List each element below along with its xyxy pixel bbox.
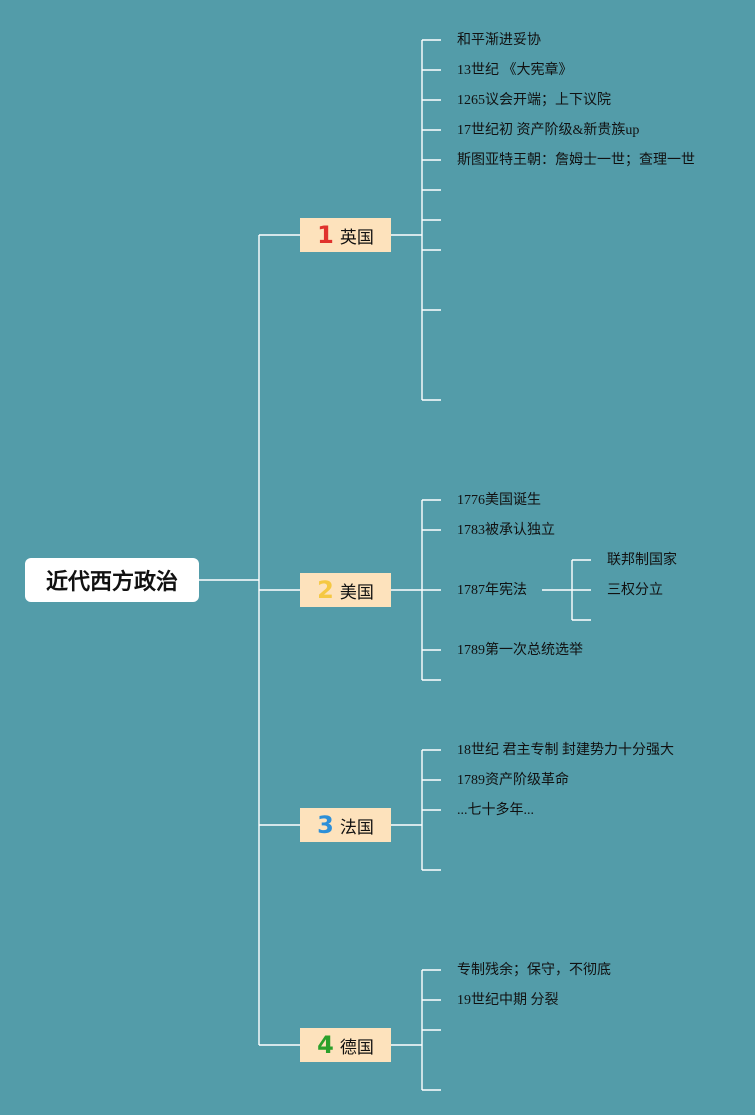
number-badge: 3 [317,811,334,839]
branch-label: 德国 [339,1037,374,1058]
branch-node-germany[interactable]: 4 德国 [300,1028,391,1062]
branch-node-uk[interactable]: 1 英国 [300,218,391,252]
leaf-item[interactable]: 1787年宪法 [457,583,527,598]
leaf-item[interactable]: 和平渐进妥协 [457,33,541,48]
leaf-item[interactable]: 13世纪 《大宪章》 [457,63,573,78]
leaf-item[interactable]: 1783被承认独立 [457,523,555,538]
number-badge: 4 [317,1031,334,1059]
branch-label: 美国 [339,582,374,603]
sub-leaf-item[interactable]: 三权分立 [607,583,663,598]
branch-node-usa[interactable]: 2 美国 [300,573,391,607]
leaf-item[interactable]: 1776美国诞生 [457,493,541,508]
leaf-item[interactable]: 1265议会开端；上下议院 [457,93,611,108]
leaf-item[interactable]: ...七十多年... [457,803,534,818]
branch-node-france[interactable]: 3 法国 [300,808,391,842]
leaf-item[interactable]: 19世纪中期 分裂 [457,993,559,1008]
leaf-item[interactable]: 17世纪初 资产阶级&新贵族up [457,123,640,138]
branch-label: 法国 [339,817,374,838]
root-node[interactable]: 近代西方政治 [25,558,199,602]
leaf-item[interactable]: 1789资产阶级革命 [457,773,569,788]
leaf-item[interactable]: 斯图亚特王朝：詹姆士一世；查理一世 [457,153,695,168]
number-badge: 1 [317,221,334,249]
branch-label: 英国 [339,227,374,248]
leaf-item[interactable]: 专制残余；保守，不彻底 [457,963,611,978]
root-label: 近代西方政治 [45,570,178,595]
leaf-item[interactable]: 18世纪 君主专制 封建势力十分强大 [457,743,674,758]
leaf-item[interactable]: 1789第一次总统选举 [457,643,583,658]
number-badge: 2 [317,576,334,604]
sub-leaf-item[interactable]: 联邦制国家 [607,553,677,568]
